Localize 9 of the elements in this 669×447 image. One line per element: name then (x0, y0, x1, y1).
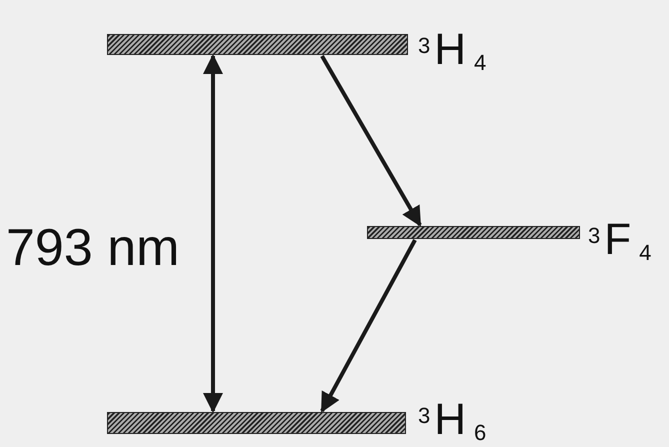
energy-level-bar (107, 34, 408, 55)
level-label: $^{3}$H$_{6}$ (418, 398, 486, 442)
energy-level-bar (367, 226, 580, 239)
arrow (320, 239, 417, 413)
energy-level-bar (107, 412, 406, 434)
level-label: $^{3}$F$_{4}$ (588, 218, 652, 262)
level-label: $^{3}$H$_{4}$ (418, 28, 486, 72)
arrow (203, 54, 223, 413)
arrow (320, 55, 422, 227)
